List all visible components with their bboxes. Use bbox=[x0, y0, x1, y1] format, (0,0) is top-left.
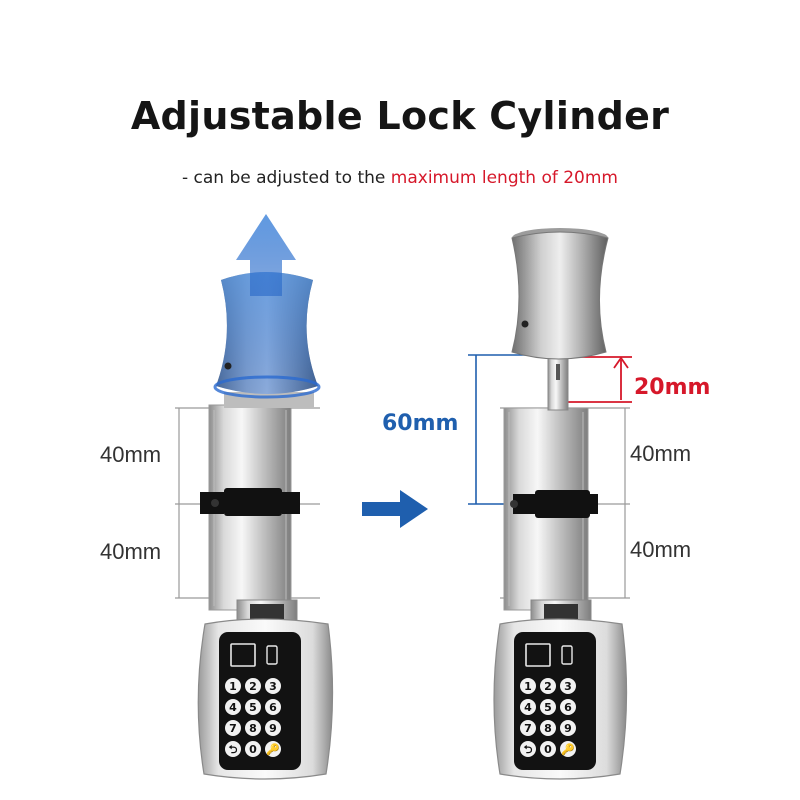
fingerprint-sensor-icon bbox=[525, 643, 551, 667]
keypad-key-label: 6 bbox=[269, 701, 277, 714]
keypad-key[interactable] bbox=[225, 741, 241, 757]
keypad-key-label: 3 bbox=[564, 680, 572, 693]
left-knob bbox=[213, 272, 321, 408]
keypad-key[interactable] bbox=[520, 699, 536, 715]
keypad-key-label: 5 bbox=[544, 701, 552, 714]
keypad-key-label: 1 bbox=[524, 680, 532, 693]
left-upper-label: 40mm bbox=[100, 442, 161, 467]
keypad-key[interactable] bbox=[540, 699, 556, 715]
keypad-key-label: 9 bbox=[269, 722, 277, 735]
right-lower-label: 40mm bbox=[630, 537, 691, 562]
left-cam bbox=[200, 488, 300, 516]
keypad-key-label: 2 bbox=[544, 680, 552, 693]
keypad-key[interactable] bbox=[540, 720, 556, 736]
page-title: Adjustable Lock Cylinder bbox=[130, 94, 670, 138]
keypad-key[interactable] bbox=[245, 741, 261, 757]
keypad-key[interactable] bbox=[560, 699, 576, 715]
keypad-key-label: 🔑 bbox=[561, 742, 575, 756]
keypad-key-label: ⮌ bbox=[524, 743, 533, 756]
keypad-key[interactable] bbox=[560, 678, 576, 694]
keypad-key-label: 4 bbox=[524, 701, 532, 714]
keypad-key[interactable] bbox=[245, 699, 261, 715]
keypad-key-label: 8 bbox=[544, 722, 552, 735]
keypad-key-label: 5 bbox=[249, 701, 257, 714]
keypad-key[interactable] bbox=[265, 678, 281, 694]
keypad-key-label: 0 bbox=[249, 743, 257, 756]
keypad-key[interactable] bbox=[540, 678, 556, 694]
keypad-key-label: 4 bbox=[229, 701, 237, 714]
keypad-key-label: 2 bbox=[249, 680, 257, 693]
keypad-key[interactable] bbox=[245, 678, 261, 694]
left-lower-label: 40mm bbox=[100, 539, 161, 564]
keypad-key[interactable] bbox=[265, 699, 281, 715]
right-arrow-icon bbox=[362, 490, 428, 528]
keypad-key[interactable] bbox=[225, 678, 241, 694]
keypad-key[interactable] bbox=[560, 741, 576, 757]
keypad-key-label: 0 bbox=[544, 743, 552, 756]
right-extension-label: 20mm bbox=[634, 375, 710, 400]
keypad-key[interactable] bbox=[225, 699, 241, 715]
phone-icon bbox=[561, 645, 573, 665]
right-knob bbox=[511, 228, 609, 360]
keypad-key-label: ⮌ bbox=[229, 743, 238, 756]
subtitle-highlight: maximum length of 20mm bbox=[390, 168, 618, 188]
subtitle: - can be adjusted to the maximum length … bbox=[0, 168, 800, 188]
keypad-key[interactable] bbox=[225, 720, 241, 736]
right-cam bbox=[510, 490, 598, 518]
keypad-key[interactable] bbox=[560, 720, 576, 736]
keypad-key[interactable] bbox=[245, 720, 261, 736]
right-total-label: 60mm bbox=[382, 411, 458, 436]
keypad-key[interactable] bbox=[520, 720, 536, 736]
left-keypad-housing bbox=[197, 599, 334, 780]
keypad-key-label: 7 bbox=[229, 722, 237, 735]
keypad-key[interactable] bbox=[520, 678, 536, 694]
subtitle-prefix: - can be adjusted to the bbox=[182, 168, 391, 188]
keypad-key-label: 3 bbox=[269, 680, 277, 693]
up-arrow-icon bbox=[236, 214, 296, 296]
keypad-key-label: 7 bbox=[524, 722, 532, 735]
keypad-key-label: 8 bbox=[249, 722, 257, 735]
keypad-key-label: 1 bbox=[229, 680, 237, 693]
keypad-key-label: 6 bbox=[564, 701, 572, 714]
keypad-key-label: 🔑 bbox=[266, 742, 280, 756]
phone-icon bbox=[266, 645, 278, 665]
keypad-key[interactable] bbox=[265, 720, 281, 736]
keypad-key[interactable] bbox=[540, 741, 556, 757]
fingerprint-sensor-icon bbox=[230, 643, 256, 667]
keypad-key[interactable] bbox=[265, 741, 281, 757]
right-upper-label: 40mm bbox=[630, 441, 691, 466]
keypad-key-label: 9 bbox=[564, 722, 572, 735]
keypad-key[interactable] bbox=[520, 741, 536, 757]
